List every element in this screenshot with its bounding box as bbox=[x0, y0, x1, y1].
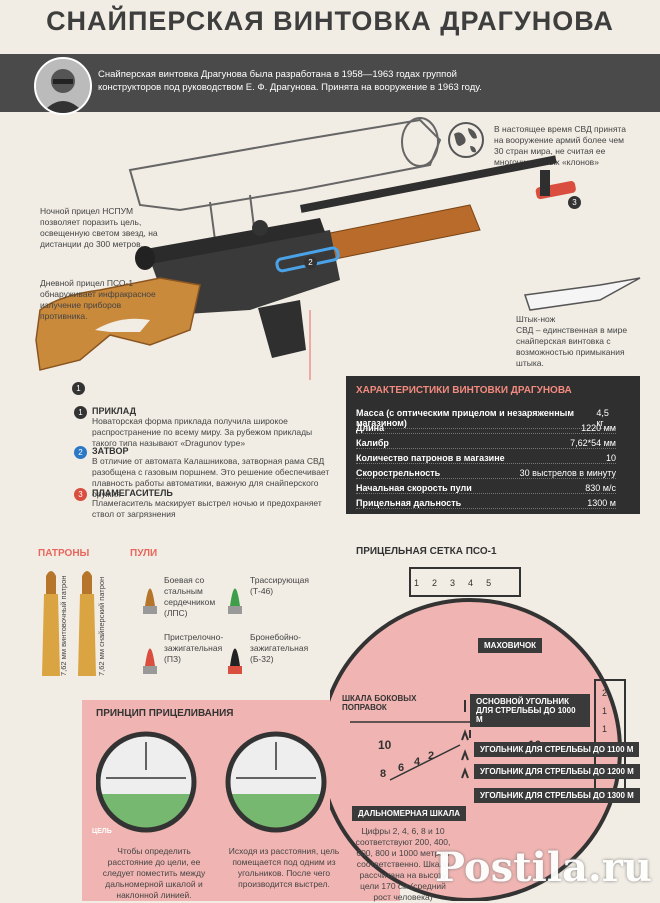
flywheel-label: МАХОВИЧОК bbox=[478, 638, 543, 653]
handguard bbox=[319, 204, 481, 261]
night-scope-text: позволяет поразить цель, освещенную свет… bbox=[40, 217, 158, 249]
specs-title: ХАРАКТЕРИСТИКИ ВИНТОВКИ ДРАГУНОВА bbox=[356, 385, 572, 396]
reticle-left-10: 10 bbox=[378, 738, 392, 752]
badge-2: 2 bbox=[304, 256, 317, 269]
barrel bbox=[300, 155, 557, 213]
bayonet bbox=[524, 277, 641, 311]
reticle-label-8: 8 bbox=[380, 768, 387, 780]
feature-2: 2 ЗАТВОР В отличие от автомата Калашнико… bbox=[74, 446, 332, 500]
badge-3: 3 bbox=[568, 196, 581, 209]
rifle-illustration bbox=[35, 117, 641, 380]
designer-portrait bbox=[34, 57, 92, 115]
bullet-3-label: Пристрелочно-зажигательная (ПЗ) bbox=[164, 632, 224, 664]
day-scope-title: Дневной прицел ПСО-1 bbox=[40, 278, 134, 288]
reticle-label-2: 2 bbox=[428, 750, 435, 762]
night-scope-title: Ночной прицел НСПУМ bbox=[40, 206, 134, 216]
target-label: ЦЕЛЬ bbox=[92, 828, 112, 835]
feature-2-badge: 2 bbox=[74, 446, 87, 459]
angle-1300-label: УГОЛЬНИК ДЛЯ СТРЕЛЬБЫ ДО 1300 М bbox=[474, 788, 640, 803]
reticle-title: ПРИЦЕЛЬНАЯ СЕТКА ПСО-1 bbox=[356, 546, 497, 557]
angle-1100-label: УГОЛЬНИК ДЛЯ СТРЕЛЬБЫ ДО 1100 М bbox=[474, 742, 640, 757]
night-scope-outline bbox=[128, 117, 442, 241]
bullets-illustration bbox=[143, 588, 242, 674]
bullet-4-label: Бронебойно-зажигательная (Б-32) bbox=[250, 632, 309, 664]
day-scope-text: обнаруживает инфракрасное излучение приб… bbox=[40, 289, 156, 321]
bullet-2-label: Трассирующая (Т-46) bbox=[250, 575, 309, 596]
main-angle-label: ОСНОВНОЙ УГОЛЬНИК ДЛЯ СТРЕЛЬБЫ ДО 1000 М bbox=[470, 694, 590, 727]
feature-2-title: ЗАТВОР bbox=[92, 446, 129, 456]
intro-bar bbox=[0, 54, 660, 112]
watermark: Postila.ru bbox=[434, 844, 652, 891]
feature-3-text: Пламегаситель маскирует выстрел ночью и … bbox=[92, 498, 322, 519]
feature-1-title: ПРИКЛАД bbox=[92, 406, 136, 416]
spec-row-mass: Масса (с оптическим прицелом и незаряжен… bbox=[356, 408, 616, 429]
side-corrections-label: ШКАЛА БОКОВЫХ ПОПРАВОК bbox=[342, 694, 417, 712]
feature-1-text: Новаторская форма приклада получила широ… bbox=[92, 416, 313, 448]
day-scope bbox=[140, 218, 325, 265]
range-scale-text: Цифры 2, 4, 6, 8 и 10 соответствуют 200,… bbox=[355, 826, 451, 902]
specs-panel bbox=[346, 376, 640, 514]
cartridges-title: ПАТРОНЫ bbox=[38, 548, 90, 559]
feature-3-badge: 3 bbox=[74, 488, 87, 501]
aiming-text-1: Чтобы определить расстояние до цели, ее … bbox=[102, 846, 206, 900]
reticle-label-4: 4 bbox=[414, 756, 421, 768]
feature-1-badge: 1 bbox=[74, 406, 87, 419]
bayonet-title: Штык-нож bbox=[516, 314, 556, 324]
angle-1200-label: УГОЛЬНИК ДЛЯ СТРЕЛЬБЫ ДО 1200 М bbox=[474, 764, 640, 779]
cartridge-1 bbox=[42, 571, 60, 676]
cartridges-illustration bbox=[42, 571, 96, 676]
magazine bbox=[258, 300, 306, 358]
aiming-scopes bbox=[96, 731, 327, 833]
page-title: СНАЙПЕРСКАЯ ВИНТОВКА ДРАГУНОВА bbox=[46, 6, 614, 36]
bullet-1-label: Боевая со стальным сердечником (ЛПС) bbox=[164, 575, 216, 618]
feature-3-title: ПЛАМЕГАСИТЕЛЬ bbox=[92, 488, 173, 498]
cartridge-1-label: 7,62 мм винтовочный патрон bbox=[59, 575, 68, 676]
bullets-title: ПУЛИ bbox=[130, 548, 158, 559]
range-scale-label: ДАЛЬНОМЕРНАЯ ШКАЛА bbox=[352, 806, 466, 821]
aiming-text-2: Исходя из расстояния, цель помещается по… bbox=[228, 846, 340, 889]
badge-1: 1 bbox=[72, 382, 85, 395]
front-sight bbox=[540, 170, 550, 196]
bayonet-text: СВД – единственная в мире снайперская ви… bbox=[516, 325, 628, 368]
aiming-title: ПРИНЦИП ПРИЦЕЛИВАНИЯ bbox=[96, 708, 234, 719]
reticle-label-6: 6 bbox=[398, 762, 405, 774]
intro-text: Снайперская винтовка Драгунова была разр… bbox=[98, 69, 482, 93]
cartridge-2 bbox=[78, 571, 96, 676]
reticle-top-scale: 1 2 3 4 5 bbox=[414, 578, 492, 588]
feature-3: 3 ПЛАМЕГАСИТЕЛЬ Пламегаситель маскирует … bbox=[74, 488, 332, 520]
feature-1: 1 ПРИКЛАД Новаторская форма приклада пол… bbox=[74, 406, 332, 449]
feature-2-text: В отличие от автомата Калашникова, затво… bbox=[92, 456, 330, 499]
globe-icon bbox=[448, 122, 484, 158]
cartridge-2-label: 7,62 мм снайперский патрон bbox=[97, 576, 106, 676]
